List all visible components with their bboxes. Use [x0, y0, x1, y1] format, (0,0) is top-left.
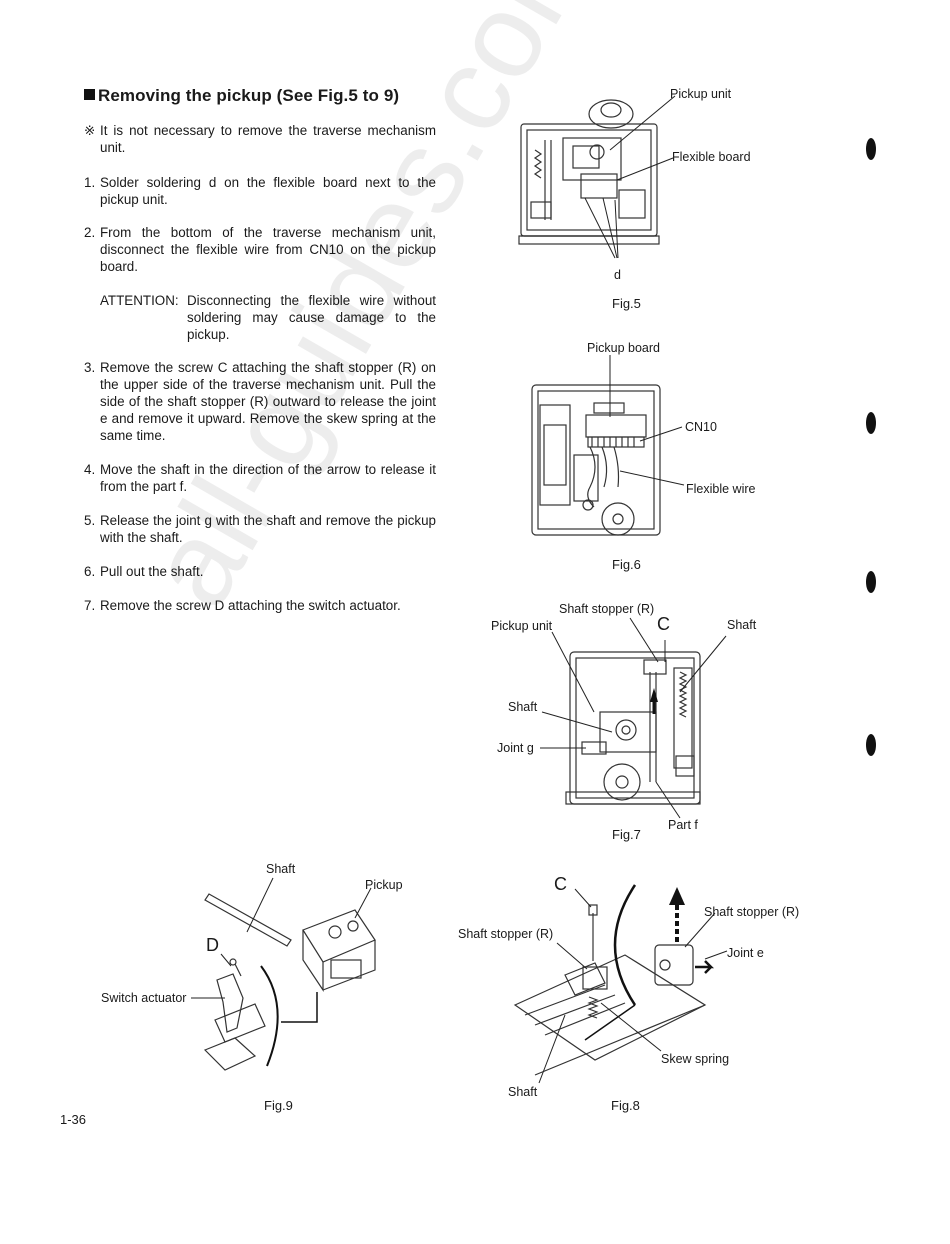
- fig6-label-flexible-wire: Flexible wire: [686, 482, 756, 496]
- square-bullet-icon: [84, 89, 95, 100]
- step-text: Move the shaft in the direction of the a…: [100, 462, 436, 494]
- fig9-label-d: D: [206, 935, 219, 955]
- step-6: 6. Pull out the shaft.: [84, 563, 436, 580]
- fig5-label-pickup-unit: Pickup unit: [670, 87, 732, 101]
- step-number: 6.: [84, 564, 96, 579]
- binder-hole-mark: [866, 138, 876, 160]
- binder-hole-mark: [866, 734, 876, 756]
- step-text: Solder soldering d on the flexible board…: [100, 175, 436, 207]
- fig8-label-c: C: [554, 874, 567, 894]
- fig7-label-shaft-stopper: Shaft stopper (R): [559, 602, 655, 616]
- note: ※ It is not necessary to remove the trav…: [84, 122, 436, 156]
- section-heading-text: Removing the pickup (See Fig.5 to 9): [98, 86, 400, 105]
- fig7-label-shaft-left: Shaft: [508, 700, 538, 714]
- step-text: Remove the screw D attaching the switch …: [100, 598, 401, 613]
- fig6-label-cn10: CN10: [685, 420, 717, 434]
- step-text: Release the joint g with the shaft and r…: [100, 513, 436, 545]
- page-number: 1-36: [60, 1112, 87, 1127]
- step-text: From the bottom of the traverse mechanis…: [100, 225, 436, 274]
- fig8-drawing: [513, 884, 728, 1084]
- fig8-label-skew-spring: Skew spring: [661, 1052, 730, 1066]
- fig7-label-part-f: Part f: [668, 818, 698, 832]
- step-text: Pull out the shaft.: [100, 564, 204, 579]
- fig6-label-pickup-board: Pickup board: [587, 341, 660, 355]
- fig5-label-flexible-board: Flexible board: [672, 150, 751, 164]
- section-heading: Removing the pickup (See Fig.5 to 9): [84, 86, 399, 106]
- step-2: 2. From the bottom of the traverse mecha…: [84, 224, 436, 275]
- fig6-drawing: [531, 355, 685, 536]
- fig7-drawing: [540, 617, 727, 819]
- fig5-drawing: [518, 95, 676, 259]
- fig8-label-shaft-stopper-right: Shaft stopper (R): [704, 905, 800, 919]
- attention-note: ATTENTION: Disconnecting the flexible wi…: [100, 292, 436, 343]
- fig8-caption: Fig.8: [611, 1098, 640, 1113]
- fig5-caption: Fig.5: [612, 296, 641, 311]
- step-number: 7.: [84, 598, 96, 613]
- fig9-label-switch-actuator: Switch actuator: [101, 991, 187, 1005]
- note-text: It is not necessary to remove the traver…: [100, 123, 436, 155]
- attention-text: Disconnecting the flexible wire without …: [187, 293, 436, 342]
- fig6-caption: Fig.6: [612, 557, 641, 572]
- fig5-label-d: d: [614, 268, 621, 282]
- fig7-label-shaft-right: Shaft: [727, 618, 757, 632]
- reference-mark-icon: ※: [84, 123, 96, 138]
- binder-hole-mark: [866, 571, 876, 593]
- fig7-label-c: C: [657, 614, 670, 634]
- fig7-caption: Fig.7: [612, 827, 641, 842]
- binder-hole-mark: [866, 412, 876, 434]
- step-number: 3.: [84, 360, 96, 375]
- step-number: 1.: [84, 175, 96, 190]
- step-4: 4. Move the shaft in the direction of th…: [84, 461, 436, 495]
- fig7-label-joint-g: Joint g: [497, 741, 534, 755]
- step-number: 2.: [84, 225, 96, 240]
- fig9-label-pickup: Pickup: [365, 878, 403, 892]
- fig8-label-shaft: Shaft: [508, 1085, 538, 1099]
- fig9-label-shaft: Shaft: [266, 862, 296, 876]
- step-1: 1. Solder soldering d on the flexible bo…: [84, 174, 436, 208]
- step-text: Remove the screw C attaching the shaft s…: [100, 360, 436, 443]
- step-5: 5. Release the joint g with the shaft an…: [84, 512, 436, 546]
- attention-label: ATTENTION:: [100, 293, 179, 308]
- step-3: 3. Remove the screw C attaching the shaf…: [84, 359, 436, 444]
- fig8-label-shaft-stopper-left: Shaft stopper (R): [458, 927, 554, 941]
- fig8-label-joint-e: Joint e: [727, 946, 764, 960]
- step-number: 5.: [84, 513, 96, 528]
- fig9-caption: Fig.9: [264, 1098, 293, 1113]
- step-number: 4.: [84, 462, 96, 477]
- fig9-drawing: [191, 877, 376, 1071]
- step-7: 7. Remove the screw D attaching the swit…: [84, 597, 436, 614]
- fig7-label-pickup-unit: Pickup unit: [491, 619, 553, 633]
